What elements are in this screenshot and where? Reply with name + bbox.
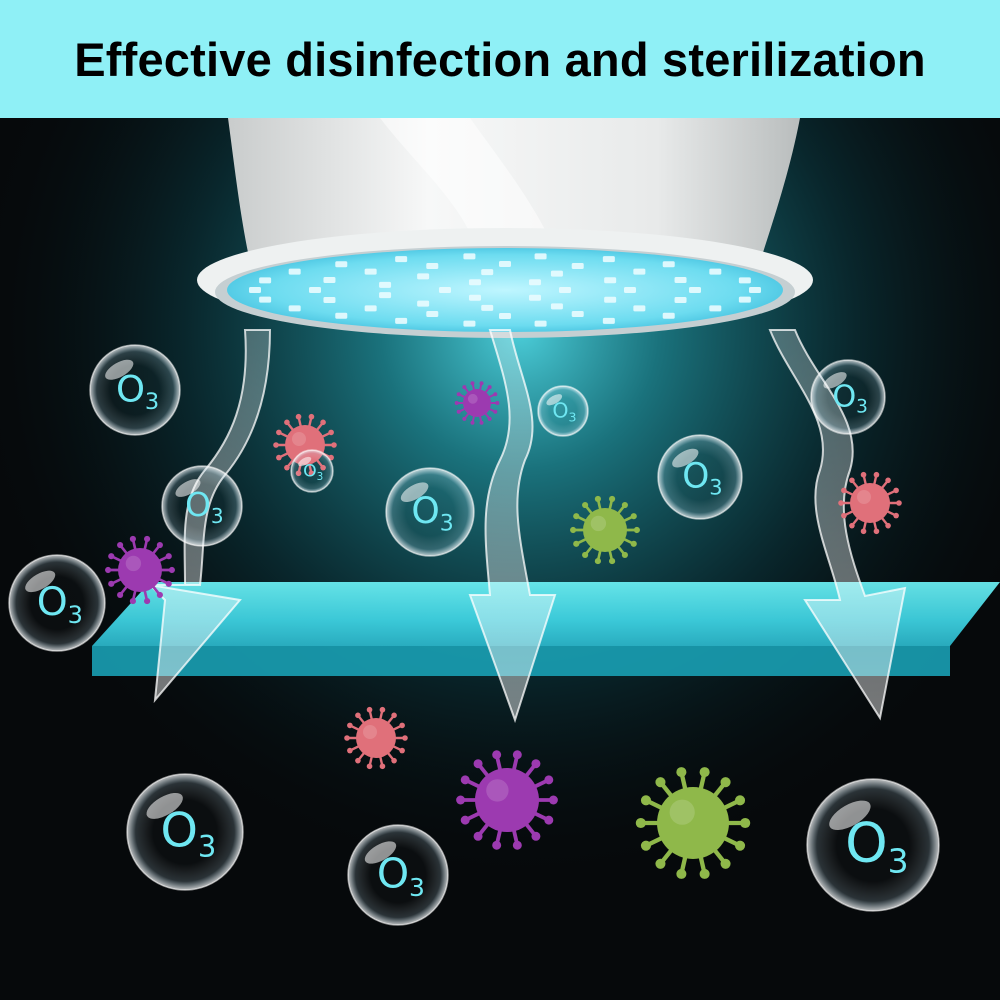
ozone-label: O — [116, 367, 145, 410]
ozone-label: O — [185, 486, 211, 524]
virus-icon — [635, 767, 751, 879]
ozone-subscript: 3 — [569, 410, 577, 425]
ozone-label: O — [160, 804, 197, 859]
ozone-subscript: 3 — [440, 511, 454, 536]
ozone-subscript: 3 — [68, 601, 83, 629]
virus-icon — [570, 495, 640, 565]
ozone-label: O — [845, 812, 888, 875]
uv-lamp-icon — [197, 118, 813, 338]
ozone-label: O — [411, 490, 439, 532]
viruses — [105, 381, 902, 879]
ozone-label: O — [303, 461, 317, 481]
light-ray-arrows — [147, 329, 907, 724]
ozone-subscript: 3 — [709, 476, 722, 500]
ozone-label: O — [682, 457, 709, 497]
ozone-label: O — [552, 398, 568, 422]
ozone-subscript: 3 — [856, 397, 868, 418]
ozone-label: O — [832, 379, 856, 414]
ozone-label: O — [37, 579, 68, 625]
virus-icon — [344, 706, 408, 770]
ozone-label: O — [377, 850, 409, 898]
virus-icon — [838, 471, 902, 535]
ozone-subscript: 3 — [409, 873, 425, 902]
ozone-subscript: 3 — [888, 842, 909, 881]
light-ray-arrow-icon — [468, 329, 557, 724]
title-banner: Effective disinfection and sterilization — [0, 0, 1000, 118]
banner-title: Effective disinfection and sterilization — [74, 32, 926, 86]
ozone-subscript: 3 — [145, 389, 159, 415]
ozone-subscript: 3 — [198, 829, 216, 863]
ozone-subscript: 3 — [211, 504, 224, 528]
virus-icon — [454, 381, 500, 425]
ozone-subscript: 3 — [317, 471, 324, 483]
virus-icon — [456, 750, 558, 850]
light-ray-arrow-icon — [147, 329, 272, 704]
virus-icon — [105, 535, 175, 605]
